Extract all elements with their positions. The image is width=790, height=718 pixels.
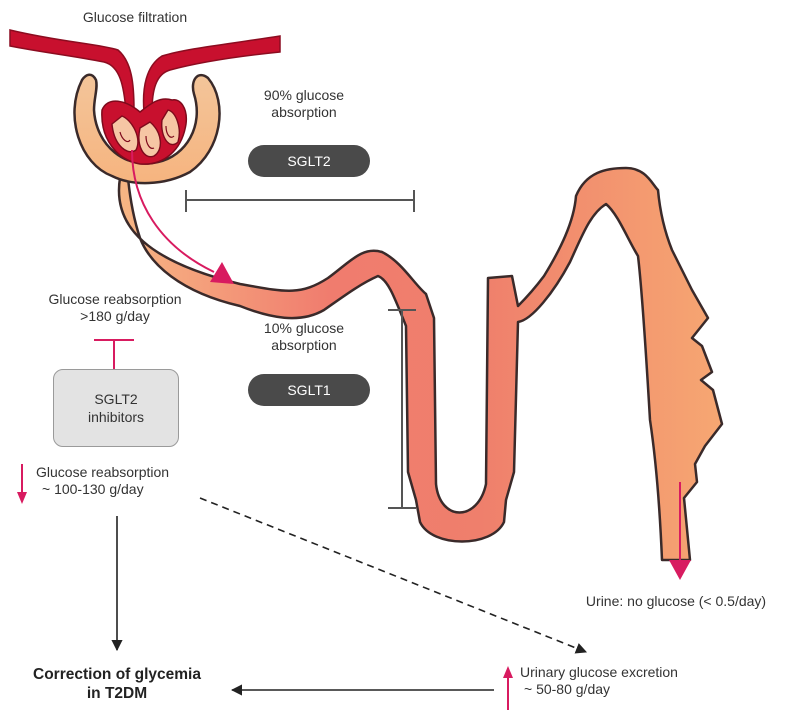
reabsorption-initial-label: Glucose reabsorption >180 g/day (30, 291, 200, 325)
urine-arrowhead (669, 560, 691, 580)
urinary-excretion-line2: ~ 50-80 g/day (520, 681, 710, 698)
sglt1-transporter-text: SGLT1 (287, 382, 330, 398)
absorption-90-label: 90% glucose absorption (244, 87, 364, 121)
urinary-excretion-label: Urinary glucose excretion ~ 50-80 g/day (520, 664, 710, 698)
reabsorption-reduced-line1: Glucose reabsorption (36, 464, 206, 481)
absorption-10-label: 10% glucose absorption (244, 320, 364, 354)
urinary-excretion-line1: Urinary glucose excretion (520, 664, 710, 681)
afferent-arteriole (10, 30, 134, 112)
absorption-10-line2: absorption (244, 337, 364, 354)
inhibition-symbol (94, 340, 134, 369)
reabsorption-initial-line1: Glucose reabsorption (30, 291, 200, 308)
absorption-90-line1: 90% glucose (244, 87, 364, 104)
glucose-filtration-label: Glucose filtration (70, 9, 200, 26)
glucose-filtration-text: Glucose filtration (83, 9, 187, 25)
urine-text: Urine: no glucose (< 0.5/day) (586, 593, 766, 609)
absorption-10-line1: 10% glucose (244, 320, 364, 337)
sglt2-transporter-text: SGLT2 (287, 153, 330, 169)
connector-to-excretion (200, 498, 586, 652)
correction-line2: in T2DM (8, 684, 226, 703)
reabsorption-reduced-label: Glucose reabsorption ~ 100-130 g/day (36, 464, 206, 498)
sglt2-inhibitors-box: SGLT2 inhibitors (53, 369, 179, 447)
reabsorption-initial-line2: >180 g/day (30, 308, 200, 325)
reabsorption-reduced-line2: ~ 100-130 g/day (36, 481, 206, 498)
renal-tubule (119, 168, 722, 560)
urine-label: Urine: no glucose (< 0.5/day) (566, 593, 786, 610)
inhibitor-box-line2: inhibitors (88, 408, 144, 426)
filtration-arrowhead (210, 262, 234, 284)
sglt1-transporter-pill: SGLT1 (248, 374, 370, 406)
sglt2-transporter-pill: SGLT2 (248, 145, 370, 177)
sglt2-segment-bracket (186, 190, 414, 212)
absorption-90-line2: absorption (244, 104, 364, 121)
correction-of-glycemia-label: Correction of glycemia in T2DM (8, 665, 226, 703)
correction-line1: Correction of glycemia (8, 665, 226, 684)
inhibitor-box-line1: SGLT2 (94, 390, 137, 408)
arrow-down-icon (17, 464, 27, 504)
arrow-up-icon (503, 666, 513, 710)
